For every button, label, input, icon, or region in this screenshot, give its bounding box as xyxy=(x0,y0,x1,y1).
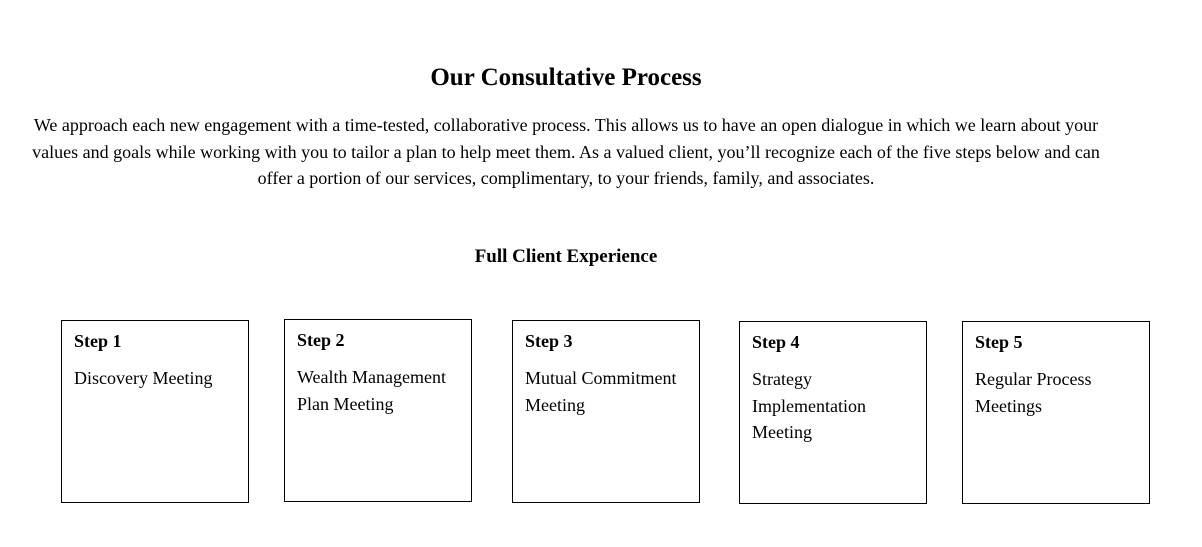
step-name: Discovery Meeting xyxy=(74,368,213,388)
step-card-5: Step 5 Regular Process Meetings xyxy=(962,321,1150,504)
step-name: Strategy Implementation Meeting xyxy=(752,369,866,442)
step-name: Regular Process Meetings xyxy=(975,369,1092,416)
step-name: Wealth Management Plan Meeting xyxy=(297,367,446,414)
step-card-4: Step 4 Strategy Implementation Meeting xyxy=(739,321,927,504)
step-label: Step 4 xyxy=(752,332,800,352)
step-label: Step 1 xyxy=(74,331,122,351)
step-card-3: Step 3 Mutual Commitment Meeting xyxy=(512,320,700,503)
section-title: Full Client Experience xyxy=(474,246,658,267)
step-label: Step 3 xyxy=(525,331,573,351)
step-label: Step 5 xyxy=(975,332,1023,352)
step-name: Mutual Commitment Meeting xyxy=(525,368,677,415)
page-title: Our Consultative Process xyxy=(430,64,702,91)
step-label: Step 2 xyxy=(297,330,345,350)
step-card-1: Step 1 Discovery Meeting xyxy=(61,320,249,503)
intro-paragraph: We approach each new engagement with a t… xyxy=(32,115,1100,188)
step-card-2: Step 2 Wealth Management Plan Meeting xyxy=(284,319,472,502)
